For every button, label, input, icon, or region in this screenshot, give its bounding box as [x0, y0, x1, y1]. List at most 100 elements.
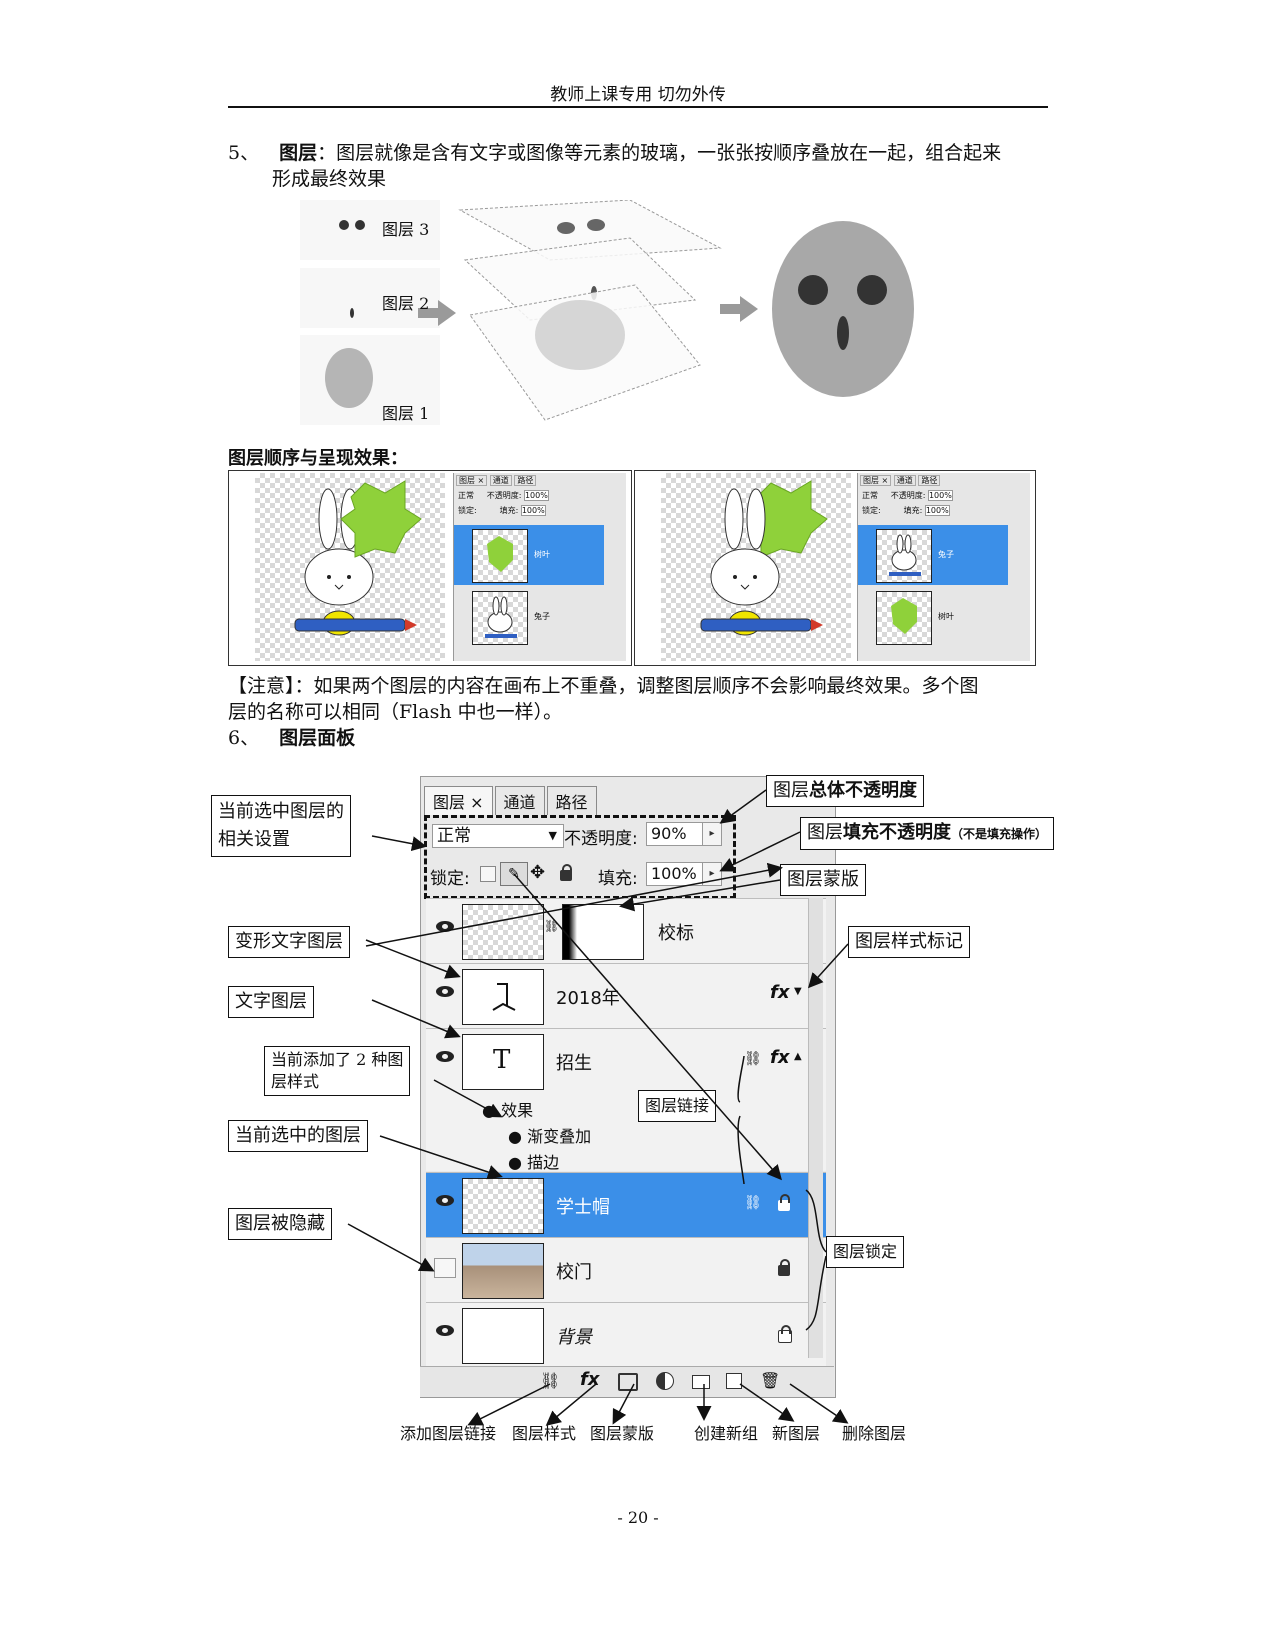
layer-row-selected[interactable]: 学士帽 ⛓ [426, 1172, 826, 1237]
expand-arrow-icon[interactable]: ▲ [794, 1051, 802, 1062]
layer1-face [325, 348, 373, 408]
fill-input[interactable]: 100% [646, 862, 704, 886]
scrollbar[interactable] [808, 898, 823, 1358]
mini-fill-label: 填充: [903, 506, 923, 515]
mini-tab[interactable]: 路径 [514, 475, 537, 486]
label-layer-style: 图层样式 [512, 1424, 577, 1443]
mini-thumb-leaf [876, 591, 932, 645]
mini-layer-row[interactable]: 兔子 [454, 587, 604, 647]
stack-label-layer3: 图层 3 [382, 220, 430, 239]
lock-position-icon[interactable]: ✥ [530, 862, 546, 883]
adjustment-layer-icon[interactable] [656, 1372, 674, 1390]
layer-row[interactable]: 背景 [426, 1302, 826, 1367]
tab-paths[interactable]: 路径 [546, 786, 597, 815]
annotation-two-styles: 当前添加了 2 种图 层样式 [264, 1046, 411, 1096]
chain-link-icon[interactable]: ⛓ [744, 1195, 762, 1211]
mini-layer-name: 兔子 [534, 612, 550, 621]
layer-name[interactable]: 2018年 [556, 988, 620, 1009]
rabbit-leaf-artwork [700, 480, 828, 636]
mini-layers-panel: 图层 × 通道 路径 正常 不透明度: 100% 锁定: 填充: 100% 兔子… [857, 473, 1030, 661]
mini-tab[interactable]: 图层 × [860, 475, 892, 486]
lock-all-icon[interactable] [560, 864, 572, 881]
opacity-slider-arrow-icon[interactable]: ▸ [702, 822, 722, 846]
layer-name[interactable]: 招生 [556, 1053, 592, 1074]
layer-name[interactable]: 校门 [556, 1262, 592, 1283]
fill-slider-arrow-icon[interactable]: ▸ [702, 862, 722, 886]
folder-icon[interactable] [692, 1375, 710, 1389]
mini-fill[interactable]: 100% [520, 505, 546, 516]
mini-mode[interactable]: 正常 [862, 491, 878, 500]
result-face [772, 221, 914, 397]
opacity-input[interactable]: 90% [646, 822, 704, 846]
section5-body-line1: ：图层就像是含有文字或图像等元素的玻璃，一张张按顺序叠放在一起，组合起来 [317, 142, 1002, 164]
chain-link-icon[interactable]: ⛓ [744, 1051, 762, 1067]
mini-lock-label: 锁定: [862, 506, 881, 515]
lock-transparent-pixels-icon[interactable] [480, 866, 496, 882]
trash-icon[interactable]: 🗑 [760, 1371, 781, 1390]
mini-tab[interactable]: 图层 × [456, 475, 488, 486]
mini-opacity-label: 不透明度: [486, 491, 522, 500]
layer-name[interactable]: 背景 [556, 1327, 592, 1348]
layer-mask-icon[interactable] [618, 1373, 638, 1391]
chain-link-icon[interactable]: ⛓ [544, 919, 560, 933]
close-icon[interactable]: × [470, 793, 484, 812]
fill-label: 填充: [598, 869, 638, 889]
visibility-eye-icon[interactable] [436, 986, 454, 997]
layer-mask-thumbnail[interactable] [562, 904, 644, 960]
order-example-left: 图层 × 通道 路径 正常 不透明度: 100% 锁定: 填充: 100% 树叶… [228, 470, 632, 666]
label-layer-mask: 图层蒙版 [590, 1424, 655, 1443]
effect-row[interactable]: ● 渐变叠加 [508, 1127, 592, 1146]
section5-title: 图层 [279, 142, 318, 164]
panel-tabs: 图层 ×通道路径 [424, 786, 599, 815]
lock-image-pixels-icon[interactable]: ✎ [500, 862, 528, 886]
eye-icon[interactable]: ● [508, 1127, 522, 1146]
link-layers-icon[interactable]: ⛓ [540, 1371, 561, 1390]
layer-row[interactable]: T 招生 ⛓ fx ▲ [426, 1028, 826, 1093]
layer-name[interactable]: 学士帽 [556, 1197, 610, 1218]
visibility-eye-icon[interactable] [436, 1051, 454, 1062]
tab-channels[interactable]: 通道 [494, 786, 545, 815]
layer-style-icon[interactable]: fx [580, 1369, 600, 1390]
visibility-eye-icon[interactable] [436, 1195, 454, 1206]
text-layer-thumbnail: T [462, 1034, 544, 1090]
layer-name[interactable]: 校标 [658, 923, 694, 944]
mini-layer-row-selected[interactable]: 兔子 [858, 525, 1008, 585]
section6-heading: 6、 图层面板 [228, 725, 355, 751]
mini-layers-panel: 图层 × 通道 路径 正常 不透明度: 100% 锁定: 填充: 100% 树叶… [453, 473, 626, 661]
effects-row[interactable]: ● 效果 [482, 1101, 534, 1120]
eye-icon[interactable]: ● [482, 1101, 496, 1120]
eye-icon[interactable]: ● [508, 1153, 522, 1172]
layer-row[interactable]: 校门 [426, 1237, 826, 1302]
mini-opacity[interactable]: 100% [523, 490, 549, 501]
fx-icon[interactable]: fx [770, 982, 790, 1003]
mini-opacity[interactable]: 100% [927, 490, 953, 501]
annotation-warped-text: 变形文字图层 [228, 926, 350, 958]
new-layer-icon[interactable] [726, 1373, 742, 1389]
mini-tab[interactable]: 路径 [918, 475, 941, 486]
blend-mode-select[interactable]: 正常▼ [432, 824, 564, 848]
canvas [661, 473, 851, 661]
layer-row[interactable]: ⛓ 校标 [426, 898, 826, 963]
fx-icon[interactable]: fx [770, 1047, 790, 1068]
visibility-eye-icon[interactable] [436, 1325, 454, 1336]
annotation-current-settings: 当前选中图层的 相关设置 [211, 795, 351, 857]
visibility-eye-icon[interactable] [436, 921, 454, 932]
collapse-arrow-icon[interactable]: ▼ [794, 986, 802, 997]
canvas [255, 473, 445, 661]
effect-row[interactable]: ● 描边 [508, 1153, 560, 1172]
mini-layer-row-selected[interactable]: 树叶 [454, 525, 604, 585]
mini-fill[interactable]: 100% [924, 505, 950, 516]
mini-layer-row[interactable]: 树叶 [858, 587, 1008, 647]
order-figure-title: 图层顺序与呈现效果： [228, 448, 408, 469]
mini-mode[interactable]: 正常 [458, 491, 474, 500]
layer3-eye-dot [355, 220, 365, 230]
stack-label-layer2: 图层 2 [382, 294, 430, 313]
layer-row[interactable]: 2018年 fx ▼ [426, 963, 826, 1028]
layer3-eye-dot [339, 220, 349, 230]
tab-layers[interactable]: 图层 × [424, 786, 493, 815]
mini-thumb-leaf [472, 529, 528, 583]
mini-tab[interactable]: 通道 [489, 475, 512, 486]
visibility-toggle-off[interactable] [434, 1258, 456, 1278]
mini-tab[interactable]: 通道 [893, 475, 916, 486]
section6-number: 6、 [228, 727, 260, 749]
